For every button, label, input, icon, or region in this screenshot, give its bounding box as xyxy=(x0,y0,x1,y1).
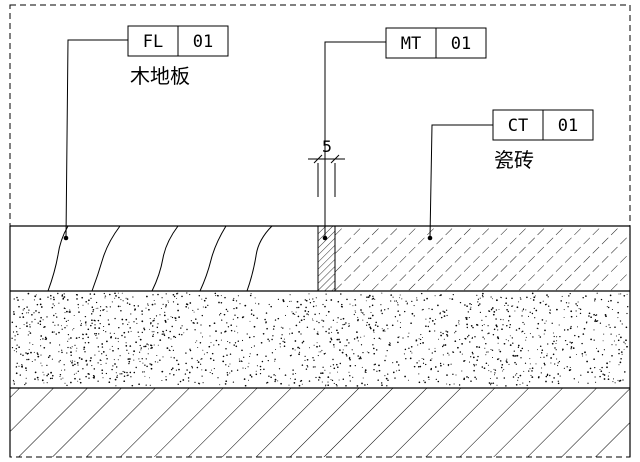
callout-label: 瓷砖 xyxy=(494,148,534,172)
callout-number: 01 xyxy=(558,116,578,136)
callout-code: FL xyxy=(143,32,163,52)
metal-strip xyxy=(317,225,336,292)
callout-code: CT xyxy=(508,116,528,136)
leader-dot xyxy=(322,235,328,241)
callout-number: 01 xyxy=(193,32,213,52)
callout-fl: FL 01 木地板 xyxy=(63,25,229,241)
screed-stipple xyxy=(11,292,629,387)
leader-line xyxy=(429,124,493,239)
leader-line xyxy=(65,39,128,239)
tile-layer xyxy=(335,226,630,291)
leader-line xyxy=(324,41,386,238)
callout-mt: MT 01 xyxy=(322,27,487,241)
leader-dot xyxy=(63,235,69,241)
dimension-metal-strip: 5 xyxy=(308,137,345,197)
screed-layer xyxy=(10,291,630,388)
layer-lines xyxy=(9,225,631,457)
callout-code: MT xyxy=(401,34,421,54)
dimension-value: 5 xyxy=(322,137,332,156)
callout-number: 01 xyxy=(451,34,471,54)
leader-dot xyxy=(427,235,433,241)
callout-ct: CT 01 瓷砖 xyxy=(427,109,594,241)
wood-floor-grain xyxy=(47,225,273,292)
callout-label: 木地板 xyxy=(130,64,190,88)
slab-layer xyxy=(10,388,630,457)
